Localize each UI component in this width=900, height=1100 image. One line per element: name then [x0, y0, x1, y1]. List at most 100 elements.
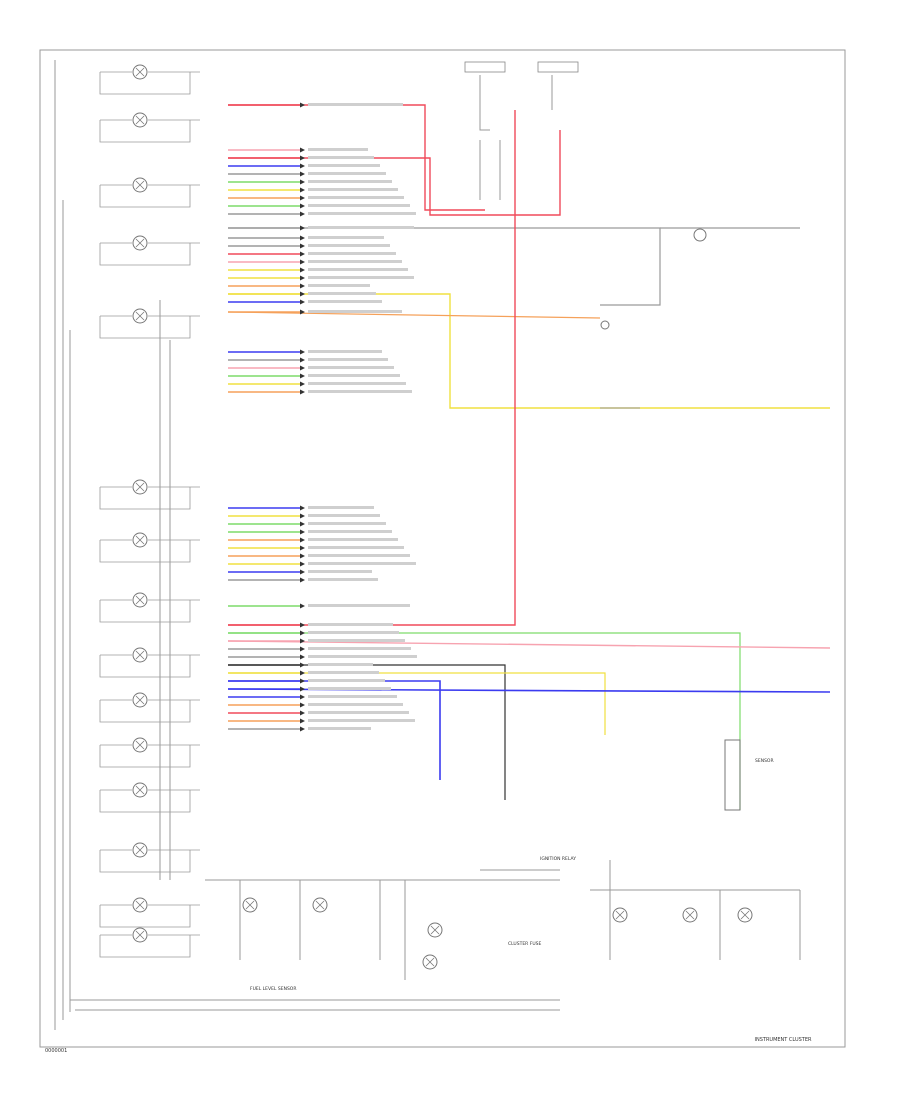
- lamp-cross: [135, 180, 145, 190]
- arrow-marker: [300, 147, 305, 153]
- arrow-marker: [300, 275, 305, 281]
- lamp-cross: [245, 900, 255, 910]
- bottom-right-label: CLUSTER FUSE: [508, 941, 541, 947]
- lamp-loop: [99, 700, 191, 723]
- wire: [228, 130, 561, 216]
- pin-label-placeholder: [308, 358, 388, 361]
- arrow-marker: [300, 553, 305, 559]
- lamp-cross: [615, 910, 625, 920]
- arrow-marker: [300, 726, 305, 732]
- arrow-marker: [300, 171, 305, 177]
- pin-label-placeholder: [308, 538, 398, 541]
- lamp-cross: [135, 238, 145, 248]
- wire: [228, 680, 441, 780]
- wire: [228, 632, 741, 810]
- lamp-loop: [99, 850, 191, 873]
- arrow-marker: [300, 225, 305, 231]
- wire: [228, 664, 506, 800]
- pin-label-placeholder: [308, 180, 392, 183]
- arrow-marker: [300, 529, 305, 535]
- lamp-loop: [99, 120, 191, 143]
- arrow-marker: [300, 537, 305, 543]
- pin-label-placeholder: [308, 212, 416, 215]
- fuse-box: [537, 61, 579, 73]
- wire: [228, 672, 606, 735]
- pin-label-placeholder: [308, 687, 391, 690]
- lamp-cross: [430, 925, 440, 935]
- lamp-cross: [135, 67, 145, 77]
- arrow-marker: [300, 662, 305, 668]
- arrow-marker: [300, 521, 305, 527]
- lamp-cross: [135, 115, 145, 125]
- pin-label-placeholder: [308, 260, 402, 263]
- pin-label-placeholder: [308, 695, 397, 698]
- arrow-marker: [300, 545, 305, 551]
- pin-label-placeholder: [308, 679, 385, 682]
- lamp-cross: [135, 482, 145, 492]
- pin-label-placeholder: [308, 172, 386, 175]
- pin-label-placeholder: [308, 578, 378, 581]
- lamp-cross: [740, 910, 750, 920]
- arrow-marker: [300, 349, 305, 355]
- pin-label-placeholder: [308, 711, 409, 714]
- pin-label-placeholder: [308, 623, 393, 626]
- pin-label-placeholder: [308, 310, 402, 313]
- pin-label-placeholder: [308, 530, 392, 533]
- sensor-label: SENSOR: [755, 758, 774, 764]
- connector-node: [693, 228, 707, 242]
- bottom-left-label: FUEL LEVEL SENSOR: [250, 986, 296, 992]
- lamp-cross: [315, 900, 325, 910]
- pin-label-placeholder: [308, 244, 390, 247]
- arrow-marker: [300, 622, 305, 628]
- wires-layer: [54, 60, 831, 1030]
- pin-label-placeholder: [308, 546, 404, 549]
- arrow-marker: [300, 389, 305, 395]
- wire: [227, 311, 601, 319]
- pin-label-placeholder: [308, 276, 414, 279]
- arrow-marker: [300, 163, 305, 169]
- arrow-marker: [300, 569, 305, 575]
- lamp-loop: [99, 600, 191, 623]
- lamp-cross: [135, 311, 145, 321]
- arrow-marker: [300, 686, 305, 692]
- pin-label-placeholder: [308, 514, 380, 517]
- pin-label-placeholder: [308, 268, 408, 271]
- lamp-cross: [135, 900, 145, 910]
- arrow-marker: [300, 678, 305, 684]
- pin-label-placeholder: [308, 164, 380, 167]
- components-layer: [132, 61, 753, 970]
- arrow-marker: [300, 203, 305, 209]
- pin-label-placeholder: [308, 570, 372, 573]
- lamp-cross: [135, 695, 145, 705]
- pin-label-placeholder: [308, 300, 382, 303]
- pin-label-placeholder: [308, 204, 410, 207]
- lamp-loop: [99, 745, 191, 768]
- pin-label-placeholder: [308, 631, 399, 634]
- switch-node: [600, 320, 610, 330]
- pin-label-placeholder: [308, 374, 400, 377]
- pin-label-placeholder: [308, 522, 386, 525]
- lamp-loop: [99, 540, 191, 563]
- lamp-cross: [135, 740, 145, 750]
- arrow-marker: [300, 251, 305, 257]
- arrow-marker: [300, 299, 305, 305]
- arrow-marker: [300, 179, 305, 185]
- pin-label-placeholder: [308, 562, 416, 565]
- fuse-box: [464, 61, 506, 73]
- pin-label-placeholder: [308, 156, 374, 159]
- pin-label-placeholder: [308, 604, 410, 607]
- arrow-marker: [300, 603, 305, 609]
- arrow-marker: [300, 187, 305, 193]
- lamp-cross: [135, 845, 145, 855]
- pin-label-placeholder: [308, 103, 403, 106]
- arrow-marker: [300, 577, 305, 583]
- lamp-cross: [135, 535, 145, 545]
- pin-label-placeholder: [308, 639, 405, 642]
- pin-label-placeholder: [308, 647, 411, 650]
- pin-label-placeholder: [308, 196, 404, 199]
- arrow-marker: [300, 155, 305, 161]
- arrow-marker: [300, 195, 305, 201]
- pin-label-placeholder: [308, 366, 394, 369]
- arrow-marker: [300, 309, 305, 315]
- pin-label-placeholder: [308, 671, 379, 674]
